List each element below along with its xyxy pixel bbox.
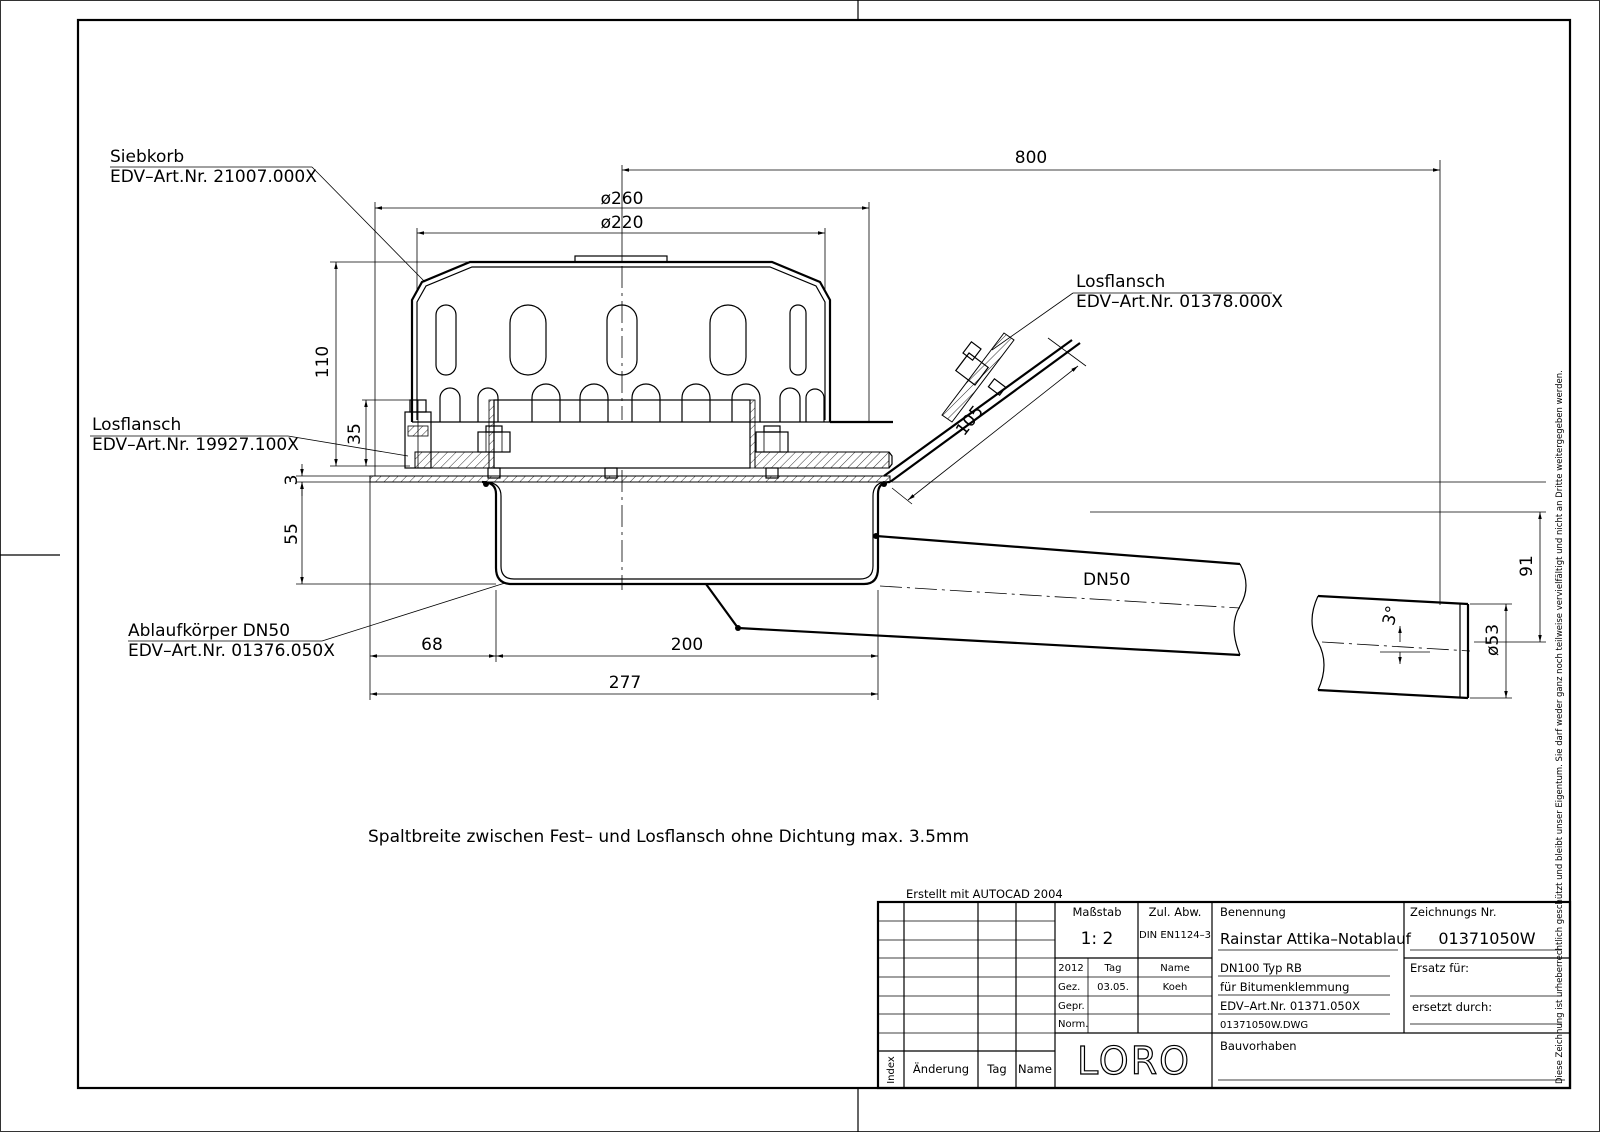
losflansch-left-name: Losflansch bbox=[92, 415, 181, 435]
drain-body bbox=[481, 480, 891, 631]
zeichnungs-nr-label: Zeichnungs Nr. bbox=[1410, 905, 1497, 919]
zeichnungs-nr-value: 01371050W bbox=[1438, 929, 1535, 948]
zul-abw-value: DIN EN1124–3 bbox=[1139, 930, 1211, 941]
copyright-notice: Diese Zeichnung ist urheberrechtlich ges… bbox=[1555, 370, 1565, 1084]
gepr-label: Gepr. bbox=[1058, 1001, 1085, 1012]
label-losflansch-left: Losflansch EDV–Art.Nr. 19927.100X bbox=[90, 415, 409, 457]
pipe-dn50 bbox=[737, 533, 1470, 700]
pipe-label: DN50 bbox=[1083, 570, 1130, 590]
loro-logo: LORO bbox=[1077, 1039, 1191, 1083]
dim-3-label: 3 bbox=[282, 475, 302, 486]
pipe-axis-right bbox=[1321, 641, 1471, 652]
bolt-left bbox=[477, 425, 511, 479]
dim-200-label: 200 bbox=[671, 635, 703, 655]
year: 2012 bbox=[1058, 963, 1083, 974]
gez-label: Gez. bbox=[1058, 982, 1080, 993]
desc-line-4: 01371050W.DWG bbox=[1220, 1020, 1308, 1031]
ablauf-art-number: EDV–Art.Nr. 01376.050X bbox=[128, 641, 335, 661]
label-losflansch-right: Losflansch EDV–Art.Nr. 01378.000X bbox=[991, 272, 1283, 351]
dim-68: 68 bbox=[369, 482, 497, 700]
bauvorhaben-label: Bauvorhaben bbox=[1220, 1039, 1297, 1053]
gez-tag: 03.05. bbox=[1097, 982, 1129, 993]
rev-name-label: Name bbox=[1018, 1062, 1052, 1076]
dim-260-label: ø260 bbox=[601, 189, 644, 209]
dim-55: 55 bbox=[282, 482, 496, 585]
name-label: Name bbox=[1160, 963, 1190, 974]
created-with: Erstellt mit AUTOCAD 2004 bbox=[906, 887, 1063, 901]
aenderung-label: Änderung bbox=[913, 1061, 969, 1076]
desc-line-2: für Bitumenklemmung bbox=[1220, 980, 1349, 994]
dim-68-label: 68 bbox=[421, 635, 443, 655]
losflansch-left-art-number: EDV–Art.Nr. 19927.100X bbox=[92, 435, 299, 455]
losflansch-right-name: Losflansch bbox=[1076, 272, 1165, 292]
dim-260: ø260 bbox=[374, 189, 870, 476]
norm-label: Norm. bbox=[1058, 1019, 1088, 1030]
dim-91: 91 bbox=[892, 481, 1546, 643]
benennung-label: Benennung bbox=[1220, 905, 1286, 919]
dim-53-label: ø53 bbox=[1483, 624, 1503, 656]
dim-35-label: 35 bbox=[345, 423, 365, 445]
index-label: Index bbox=[886, 1056, 897, 1084]
massstab-label: Maßstab bbox=[1072, 905, 1121, 919]
massstab-value: 1: 2 bbox=[1081, 929, 1114, 949]
dim-220: ø220 bbox=[416, 213, 826, 290]
bolt-right bbox=[755, 425, 789, 479]
dim-angle-label: 3° bbox=[1379, 604, 1403, 628]
dim-277-label: 277 bbox=[609, 673, 641, 693]
losflansch-right-art-number: EDV–Art.Nr. 01378.000X bbox=[1076, 292, 1283, 312]
siebkorb-basket bbox=[410, 255, 893, 424]
ersatz-fuer-label: Ersatz für: bbox=[1410, 961, 1469, 975]
zul-abw-label: Zul. Abw. bbox=[1149, 905, 1202, 919]
label-siebkorb: Siebkorb EDV–Art.Nr. 21007.000X bbox=[110, 147, 426, 283]
dim-800: 800 bbox=[621, 148, 1441, 605]
desc-line-3: EDV–Art.Nr. 01371.050X bbox=[1220, 999, 1360, 1013]
ersetzt-durch-label: ersetzt durch: bbox=[1412, 1000, 1492, 1014]
dim-277: 277 bbox=[370, 673, 878, 696]
benennung-value: Rainstar Attika–Notablauf bbox=[1220, 930, 1412, 948]
title-block: Erstellt mit AUTOCAD 2004 Index Änderung… bbox=[876, 887, 1572, 1090]
label-ablaufkoerper: Ablaufkörper DN50 EDV–Art.Nr. 01376.050X bbox=[128, 582, 506, 661]
gap-note: Spaltbreite zwischen Fest– und Losflansc… bbox=[368, 827, 969, 847]
dim-35: 35 bbox=[345, 399, 410, 466]
dim-55-label: 55 bbox=[282, 523, 302, 545]
dim-200: 200 bbox=[496, 590, 879, 700]
rev-tag-label: Tag bbox=[986, 1062, 1006, 1076]
tag-label: Tag bbox=[1104, 963, 1122, 974]
pipe-axis bbox=[879, 585, 1241, 609]
ablauf-name: Ablaufkörper DN50 bbox=[128, 621, 290, 641]
siebkorb-art-number: EDV–Art.Nr. 21007.000X bbox=[110, 167, 317, 187]
drawing-frame bbox=[76, 18, 1572, 1090]
dim-91-label: 91 bbox=[1517, 555, 1537, 577]
dim-220-label: ø220 bbox=[601, 213, 644, 233]
gez-name: Koeh bbox=[1163, 982, 1188, 993]
dim-53: ø53 bbox=[1470, 603, 1512, 699]
siebkorb-name: Siebkorb bbox=[110, 147, 184, 167]
dim-angle: 3° bbox=[1379, 604, 1430, 664]
dim-110: 110 bbox=[313, 261, 470, 467]
dim-800-label: 800 bbox=[1015, 148, 1047, 168]
desc-line-1: DN100 Typ RB bbox=[1220, 961, 1302, 975]
dim-110-label: 110 bbox=[313, 346, 333, 378]
left-clamp-flange bbox=[404, 399, 893, 469]
